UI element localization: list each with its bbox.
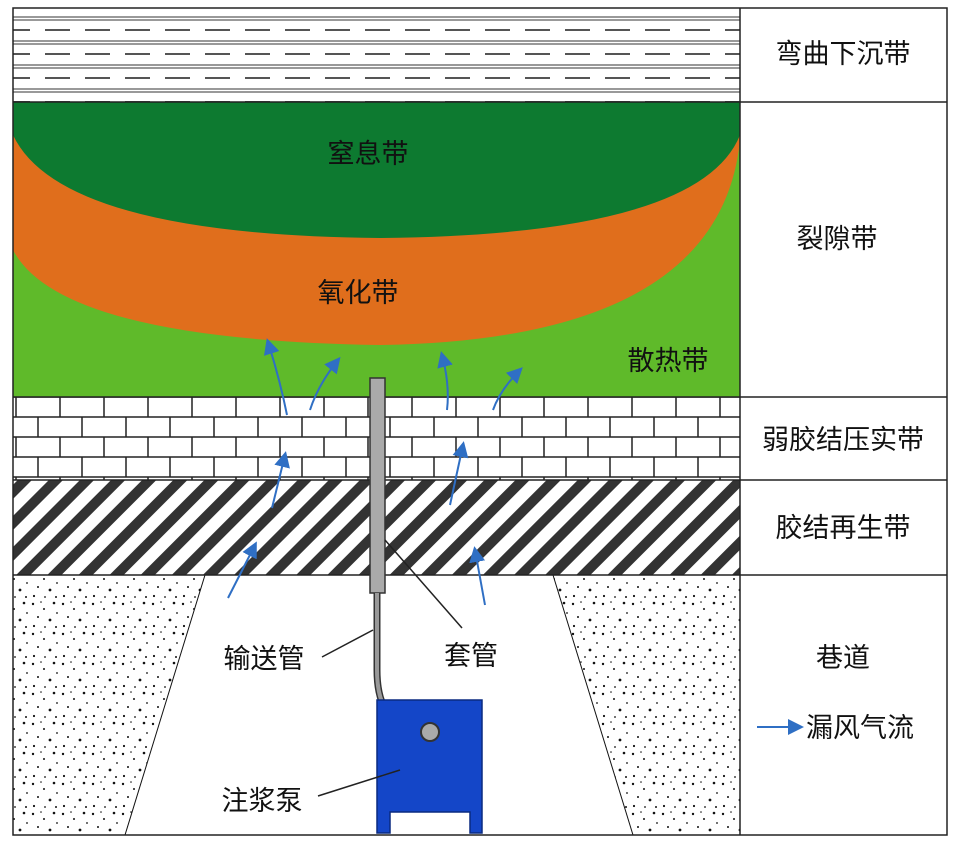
- zone-bending: 弯曲下沉带: [776, 39, 911, 70]
- bending-subsidence-layer: [13, 8, 740, 102]
- grout-pump: [376, 699, 483, 834]
- label-casing: 套管: [444, 641, 498, 672]
- legend-airflow: 漏风气流: [806, 713, 914, 744]
- airflow-arrows: [227, 338, 523, 606]
- zone-fracture: 裂隙带: [797, 224, 878, 255]
- label-oxidation-zone: 氧化带: [318, 278, 399, 309]
- zone-weak-cemented: 弱胶结压实带: [762, 425, 924, 456]
- zone-cemented-regen: 胶结再生带: [776, 513, 911, 544]
- label-pump: 注浆泵: [222, 786, 303, 817]
- fracture-zone-layers: [13, 102, 740, 397]
- label-pipe: 输送管: [224, 644, 305, 675]
- zone-roadway: 巷道: [816, 643, 870, 674]
- label-suffocation-zone: 窒息带: [328, 139, 409, 170]
- label-heat-zone: 散热带: [628, 346, 709, 377]
